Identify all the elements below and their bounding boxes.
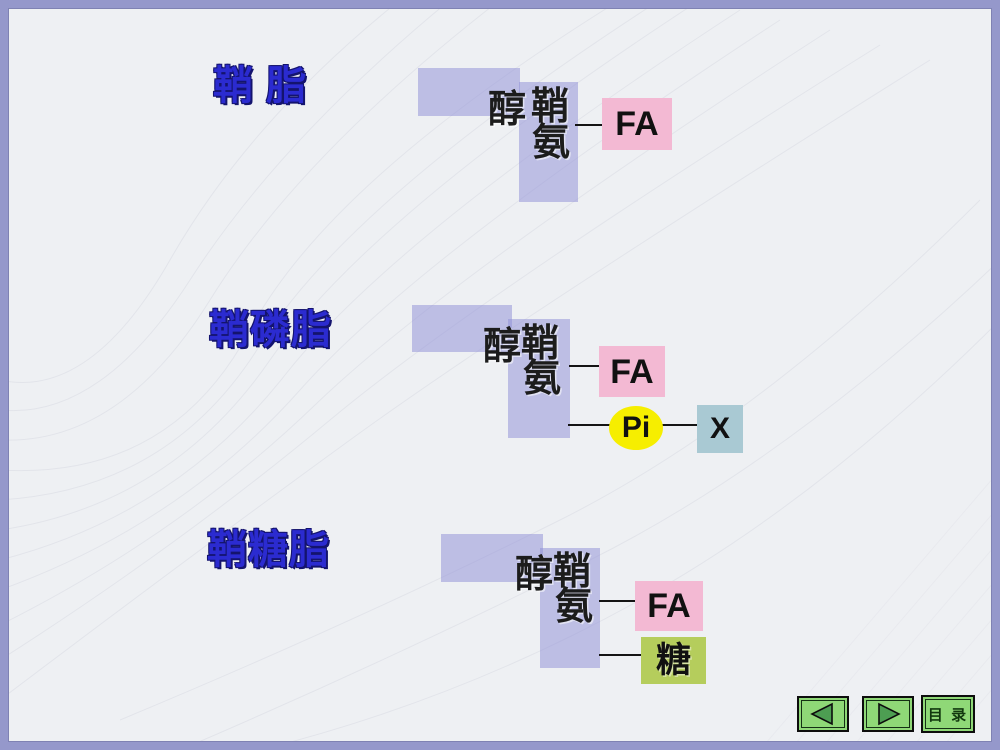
- next-button-frame: [866, 700, 910, 728]
- backbone-amino-label: 氨: [555, 586, 594, 628]
- connector-line: [599, 600, 635, 602]
- backbone-vertical-block: [508, 319, 570, 438]
- next-slide-button[interactable]: [862, 696, 914, 732]
- toc-button-label: 目 录: [927, 706, 969, 724]
- right-triangle-icon: [878, 702, 901, 726]
- previous-button-frame: [801, 700, 845, 728]
- backbone-sphingo-label: 鞘: [521, 323, 560, 365]
- table-of-contents-button[interactable]: 目 录: [921, 695, 975, 733]
- connector-line: [569, 365, 599, 367]
- backbone-sphingo-label: 鞘: [553, 551, 592, 593]
- backbone-vertical-block: [540, 548, 600, 668]
- backbone-alcohol-label: 醇: [488, 89, 527, 131]
- phosphate-ellipse: Pi: [609, 406, 663, 450]
- backbone-amino-label: 氨: [532, 122, 571, 164]
- backbone-horizontal-block: [418, 68, 520, 116]
- fatty-acid-box: FA: [635, 581, 703, 631]
- backbone-vertical-block: [519, 82, 578, 202]
- backbone-sphingo-label: 鞘: [531, 86, 570, 128]
- fatty-acid-box: FA: [602, 98, 672, 150]
- backbone-alcohol-label: 醇: [515, 554, 554, 596]
- section-title-sphingomyelin: 鞘磷脂: [209, 308, 332, 352]
- fatty-acid-box: FA: [599, 346, 665, 397]
- connector-line: [599, 654, 641, 656]
- section-title-glycosphingolipid: 鞘糖脂: [207, 528, 330, 572]
- sugar-box: 糖: [641, 637, 706, 684]
- connector-line: [568, 424, 610, 426]
- section-title-sphingolipid: 鞘 脂: [213, 64, 308, 108]
- backbone-horizontal-block: [441, 534, 543, 582]
- backbone-horizontal-block: [412, 305, 512, 352]
- backbone-alcohol-label: 醇: [483, 326, 522, 368]
- previous-slide-button[interactable]: [797, 696, 849, 732]
- backbone-amino-label: 氨: [523, 358, 562, 400]
- head-group-x-box: X: [697, 405, 743, 453]
- toc-button-frame: 目 录: [925, 699, 971, 729]
- connector-line: [575, 124, 603, 126]
- connector-line: [662, 424, 698, 426]
- left-triangle-icon: [810, 702, 833, 726]
